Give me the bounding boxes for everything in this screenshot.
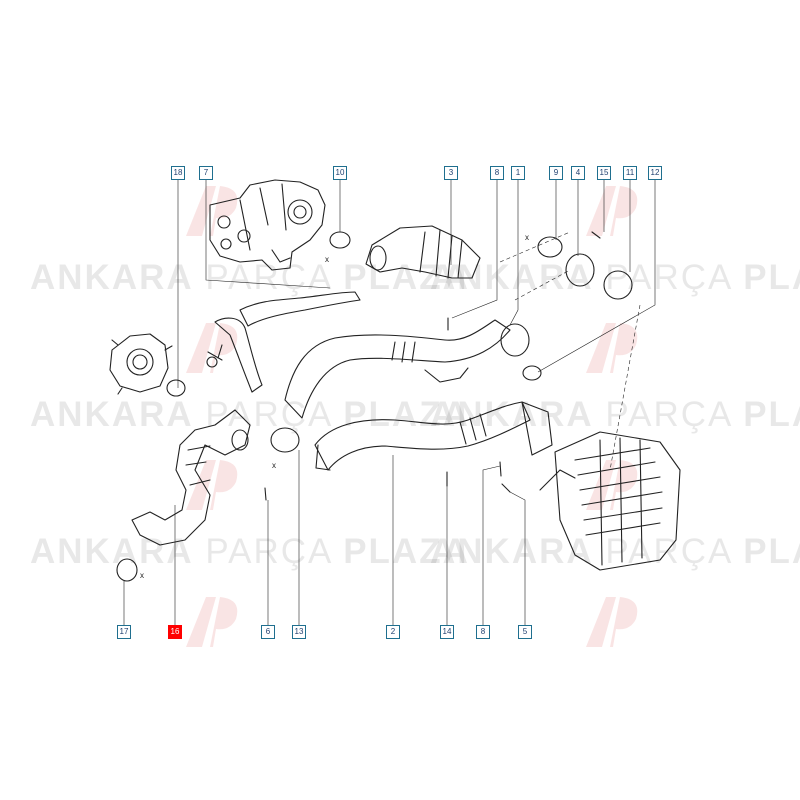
seal-ring-part [166,379,186,397]
callout-5[interactable]: 5 [518,625,532,639]
lower-stud-part [499,461,502,477]
intercooler-part [539,431,681,571]
coupling-part [565,253,595,287]
o-ring-part [522,365,542,381]
hose-part [239,291,361,327]
callout-3[interactable]: 3 [444,166,458,180]
throttle-body-part [109,333,173,395]
intake-pipe-part [329,225,481,279]
lower-seal-part [116,558,138,582]
svg-text:x: x [325,255,329,264]
callout-15[interactable]: 15 [597,166,611,180]
svg-text:x: x [140,571,144,580]
lower-bolt-part [264,487,267,501]
svg-text:x: x [272,461,276,470]
callout-7[interactable]: 7 [199,166,213,180]
nut-part [501,483,511,493]
callout-10[interactable]: 10 [333,166,347,180]
callout-18[interactable]: 18 [171,166,185,180]
bolt-part [591,231,601,239]
callout-9[interactable]: 9 [549,166,563,180]
callout-13[interactable]: 13 [292,625,306,639]
clamp-part [537,236,563,258]
callout-1[interactable]: 1 [511,166,525,180]
callout-11[interactable]: 11 [623,166,637,180]
callout-17[interactable]: 17 [117,625,131,639]
callout-8-bottom[interactable]: 8 [476,625,490,639]
callout-2[interactable]: 2 [386,625,400,639]
callout-16-selected[interactable]: 16 [168,625,182,639]
svg-text:x: x [525,233,529,242]
lower-pipe-part [314,401,553,471]
callout-8-top[interactable]: 8 [490,166,504,180]
callout-6[interactable]: 6 [261,625,275,639]
dashed-guide-lines [499,231,641,471]
callout-12[interactable]: 12 [648,166,662,180]
callout-4[interactable]: 4 [571,166,585,180]
leader-lines [123,178,656,626]
callout-14[interactable]: 14 [440,625,454,639]
charge-air-pipe-part [284,319,530,419]
lower-hose-part [131,409,251,546]
turbocharger-part [209,179,326,271]
hose-clamp-part [270,427,300,453]
ring-part [603,270,633,300]
